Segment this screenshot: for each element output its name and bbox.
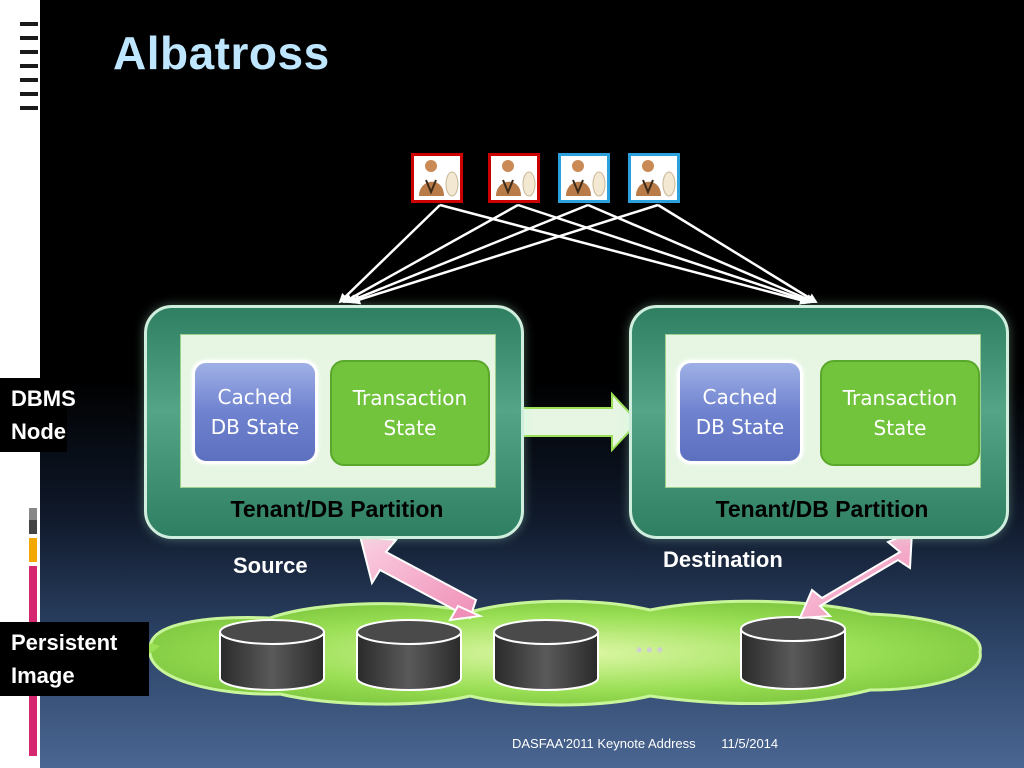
destination-label: Destination [663, 547, 783, 572]
dbms-node-label-line1: DBMS [11, 386, 76, 411]
decor-line [20, 22, 38, 26]
person-icon [636, 160, 676, 197]
source-transaction-state: Transaction State [330, 360, 490, 466]
decor-line [20, 92, 38, 96]
transaction-label-line1: Transaction [842, 386, 958, 410]
person-icon [419, 160, 459, 197]
cached-label-line2: DB State [210, 415, 300, 439]
storage-cylinder [493, 619, 599, 691]
source-storage-arrow [358, 534, 484, 622]
source-partition-label: Tenant/DB Partition [230, 496, 444, 522]
slide-footer: DASFAA'2011 Keynote Address 11/5/2014 [512, 736, 800, 751]
source-cached-db-state: Cached DB State [192, 360, 318, 464]
cached-label-line1: Cached [217, 385, 293, 409]
destination-partition-label: Tenant/DB Partition [715, 496, 929, 522]
transaction-label-line2: State [873, 416, 927, 440]
transaction-label-line2: State [383, 416, 437, 440]
source-label: Source [233, 553, 308, 578]
destination-transaction-state: Transaction State [820, 360, 980, 466]
client-box [411, 153, 463, 203]
dbms-node-label-line2: Node [11, 419, 66, 444]
footer-event: DASFAA'2011 Keynote Address [512, 736, 696, 751]
client-box [628, 153, 680, 203]
decor-stripe [29, 520, 37, 534]
storage-cylinder [740, 616, 846, 690]
decor-line [20, 64, 38, 68]
slide-title: Albatross [113, 27, 330, 79]
client-connection-lines [338, 203, 818, 305]
storage-cylinder [356, 619, 462, 691]
destination-dbms-node: Cached DB State Transaction State Tenant… [629, 305, 1009, 539]
migration-arrow [507, 391, 640, 453]
persistent-image-label: Persistent Image [0, 622, 149, 696]
decor-line [20, 106, 38, 110]
client-box [558, 153, 610, 203]
decor-line [20, 50, 38, 54]
destination-cached-db-state: Cached DB State [677, 360, 803, 464]
transaction-label-line1: Transaction [352, 386, 468, 410]
decor-stripe [29, 508, 37, 520]
ellipsis-more-disks: ••• [636, 640, 667, 660]
persistent-image-label-line1: Persistent [11, 630, 118, 655]
decor-line [20, 36, 38, 40]
person-icon [496, 160, 536, 197]
storage-cylinder [219, 619, 325, 691]
cached-label-line1: Cached [702, 385, 778, 409]
person-icon [566, 160, 606, 197]
cached-label-line2: DB State [695, 415, 785, 439]
source-dbms-node: Cached DB State Transaction State Tenant… [144, 305, 524, 539]
decor-stripe [29, 538, 37, 562]
client-box [488, 153, 540, 203]
decor-line [20, 78, 38, 82]
persistent-image-label-line2: Image [11, 663, 75, 688]
dbms-node-label: DBMS Node [0, 378, 76, 452]
destination-storage-arrow [798, 530, 914, 620]
footer-date: 11/5/2014 [721, 736, 779, 751]
